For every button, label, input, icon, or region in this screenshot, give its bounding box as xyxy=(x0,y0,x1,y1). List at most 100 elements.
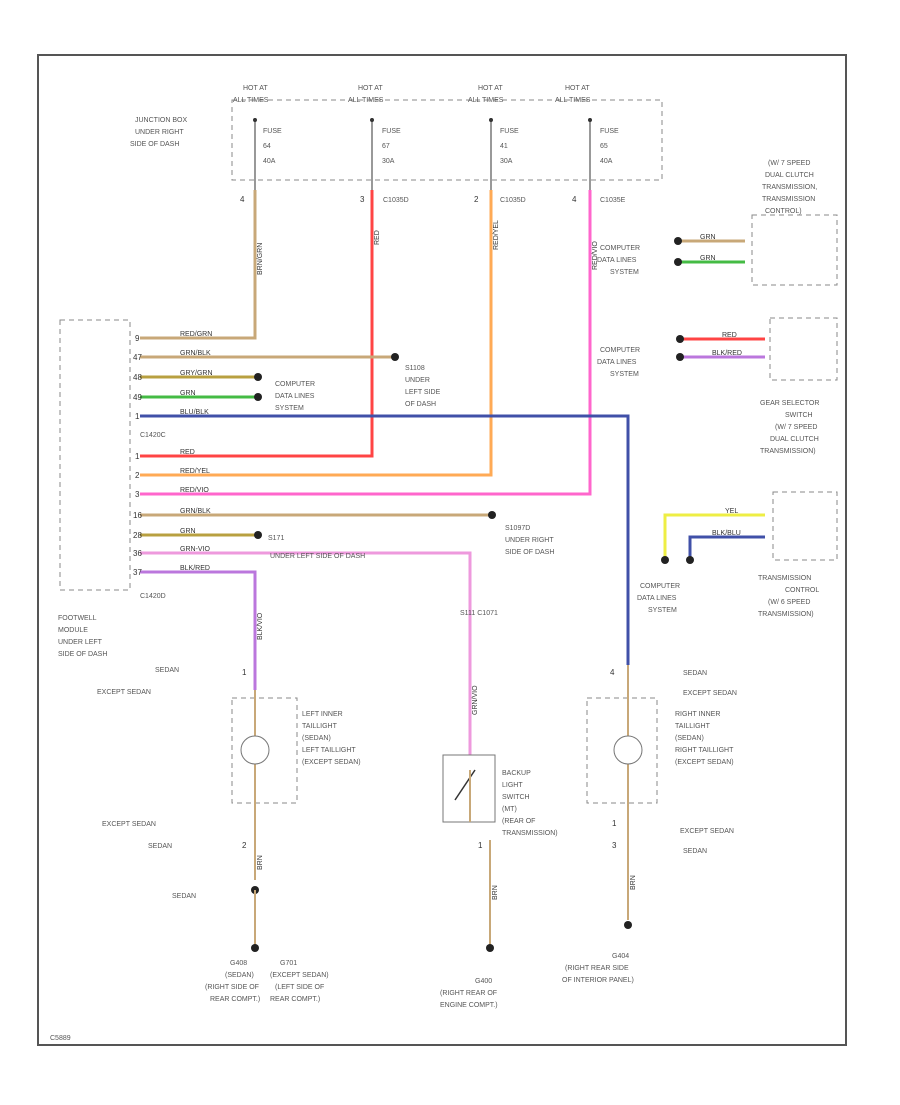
splice-s171: S171 xyxy=(268,535,284,542)
svg-text:RIGHT INNER: RIGHT INNER xyxy=(675,711,720,718)
svg-text:TRANSMISSION: TRANSMISSION xyxy=(758,575,811,582)
svg-text:HOT AT: HOT AT xyxy=(478,85,503,92)
svg-text:OF DASH: OF DASH xyxy=(405,401,436,408)
svg-text:RED/VIO: RED/VIO xyxy=(180,487,209,494)
left-lamp-wire-top: BLK/VIO xyxy=(257,612,264,640)
svg-text:4: 4 xyxy=(572,195,577,204)
svg-text:UNDER: UNDER xyxy=(405,377,430,384)
left-ground-icon xyxy=(251,944,259,952)
svg-text:FUSE: FUSE xyxy=(382,128,401,135)
right-lamp-label: RIGHT INNER TAILLIGHT (SEDAN) RIGHT TAIL… xyxy=(675,711,734,766)
svg-text:LEFT TAILLIGHT: LEFT TAILLIGHT xyxy=(302,747,356,754)
footwell-conn-bot: C1420D xyxy=(140,593,166,600)
svg-text:2: 2 xyxy=(474,195,479,204)
svg-text:16: 16 xyxy=(133,511,142,520)
svg-text:SIDE OF DASH: SIDE OF DASH xyxy=(58,651,107,658)
wire-fuse41 xyxy=(140,190,493,477)
svg-text:BLK/RED: BLK/RED xyxy=(180,565,210,572)
svg-text:COMPUTER: COMPUTER xyxy=(600,245,640,252)
svg-text:RED/YEL: RED/YEL xyxy=(180,468,210,475)
svg-text:ALL TIMES: ALL TIMES xyxy=(555,97,591,104)
svg-text:CONTROL: CONTROL xyxy=(785,587,819,594)
svg-text:JUNCTION BOX: JUNCTION BOX xyxy=(135,117,187,124)
hot-at-2: HOT AT ALL TIMES xyxy=(348,85,384,104)
right-sedan: SEDAN xyxy=(683,670,707,677)
svg-text:RED: RED xyxy=(180,449,195,456)
left-lamp-outline xyxy=(231,697,298,804)
svg-text:3: 3 xyxy=(360,195,365,204)
center-pin: 1 xyxy=(478,841,483,850)
svg-text:48: 48 xyxy=(133,373,142,382)
wire-label-3: RED/YEL xyxy=(493,220,500,250)
svg-text:40A: 40A xyxy=(263,158,276,165)
svg-text:GEAR SELECTOR: GEAR SELECTOR xyxy=(760,400,819,407)
svg-text:1: 1 xyxy=(135,452,140,461)
svg-text:(MT): (MT) xyxy=(502,806,517,813)
right-except2: EXCEPT SEDAN xyxy=(680,828,734,835)
junction-box-label: JUNCTION BOX UNDER RIGHT SIDE OF DASH xyxy=(130,117,187,148)
left-sedan: SEDAN xyxy=(155,667,179,674)
center-wire-bot: BRN xyxy=(492,885,499,900)
svg-text:41: 41 xyxy=(500,143,508,150)
svg-text:30A: 30A xyxy=(500,158,513,165)
svg-text:REAR COMPT.): REAR COMPT.) xyxy=(210,996,260,1003)
left-sedan3: SEDAN xyxy=(172,893,196,900)
svg-text:TAILLIGHT: TAILLIGHT xyxy=(302,723,338,730)
fuse-41: FUSE 41 30A 2 C1035D xyxy=(474,118,526,204)
svg-text:30A: 30A xyxy=(382,158,395,165)
svg-text:40A: 40A xyxy=(600,158,613,165)
footwell-conn-mid: C1420C xyxy=(140,432,166,439)
svg-text:TAILLIGHT: TAILLIGHT xyxy=(675,723,711,730)
svg-text:1: 1 xyxy=(135,412,140,421)
footwell-module-label: FOOTWELL MODULE UNDER LEFT SIDE OF DASH xyxy=(58,615,107,658)
right-pin-bot: 1 xyxy=(612,819,617,828)
svg-text:SYSTEM: SYSTEM xyxy=(648,607,677,614)
svg-text:HOT AT: HOT AT xyxy=(358,85,383,92)
wire-fuse64 xyxy=(140,190,257,340)
svg-text:DATA LINES: DATA LINES xyxy=(597,359,637,366)
right-ground-label: G404 (RIGHT REAR SIDE OF INTERIOR PANEL) xyxy=(562,953,634,984)
svg-text:FUSE: FUSE xyxy=(600,128,619,135)
left-pin-bot: 2 xyxy=(242,841,247,850)
right-ground-icon xyxy=(624,921,632,929)
svg-text:G404: G404 xyxy=(612,953,629,960)
tcm-6spd-outline xyxy=(772,491,838,561)
svg-text:64: 64 xyxy=(263,143,271,150)
svg-text:(REAR OF: (REAR OF xyxy=(502,818,535,825)
svg-text:OF INTERIOR PANEL): OF INTERIOR PANEL) xyxy=(562,977,634,984)
svg-text:(RIGHT REAR SIDE: (RIGHT REAR SIDE xyxy=(565,965,629,972)
right-top-wire-labels: GRN GRN xyxy=(700,234,716,262)
svg-text:C1035D: C1035D xyxy=(500,197,526,204)
svg-text:RED/GRN: RED/GRN xyxy=(180,331,212,338)
fuse-65: FUSE 65 40A 4 C1035E xyxy=(572,118,626,204)
right-bot-wire-labels: YEL BLK/BLU xyxy=(712,508,741,537)
svg-text:65: 65 xyxy=(600,143,608,150)
svg-text:DATA LINES: DATA LINES xyxy=(637,595,677,602)
svg-text:BLK/BLU: BLK/BLU xyxy=(712,530,741,537)
svg-text:36: 36 xyxy=(133,549,142,558)
left-lamp-wire-bot: BRN xyxy=(257,855,264,870)
svg-text:SIDE OF DASH: SIDE OF DASH xyxy=(505,549,554,556)
wire-fuse67 xyxy=(140,190,374,458)
svg-text:(W/ 7 SPEED: (W/ 7 SPEED xyxy=(768,160,810,167)
svg-text:TRANSMISSION): TRANSMISSION) xyxy=(502,830,558,837)
svg-text:2: 2 xyxy=(135,471,140,480)
left-except2: EXCEPT SEDAN xyxy=(102,821,156,828)
center-wire: GRN/VIO xyxy=(472,685,479,715)
svg-text:RIGHT TAILLIGHT: RIGHT TAILLIGHT xyxy=(675,747,734,754)
svg-text:G408: G408 xyxy=(230,960,247,967)
wire-label-4: RED/VIO xyxy=(592,241,599,270)
svg-text:28: 28 xyxy=(133,531,142,540)
wire-label-2: RED xyxy=(374,230,381,245)
right-top-comp-label: COMPUTER DATA LINES SYSTEM xyxy=(597,245,640,276)
right-bot-module-label: TRANSMISSION CONTROL (W/ 6 SPEED TRANSMI… xyxy=(758,575,819,618)
left-lamp-bulb xyxy=(240,735,270,765)
svg-text:(LEFT SIDE OF: (LEFT SIDE OF xyxy=(275,984,324,991)
svg-text:LIGHT: LIGHT xyxy=(502,782,523,789)
svg-text:HOT AT: HOT AT xyxy=(243,85,268,92)
svg-text:BLK/RED: BLK/RED xyxy=(712,350,742,357)
svg-text:DUAL CLUTCH: DUAL CLUTCH xyxy=(765,172,814,179)
svg-text:GRY/GRN: GRY/GRN xyxy=(180,370,213,377)
svg-text:CONTROL): CONTROL) xyxy=(765,208,802,215)
footwell-module-outline xyxy=(59,319,131,591)
